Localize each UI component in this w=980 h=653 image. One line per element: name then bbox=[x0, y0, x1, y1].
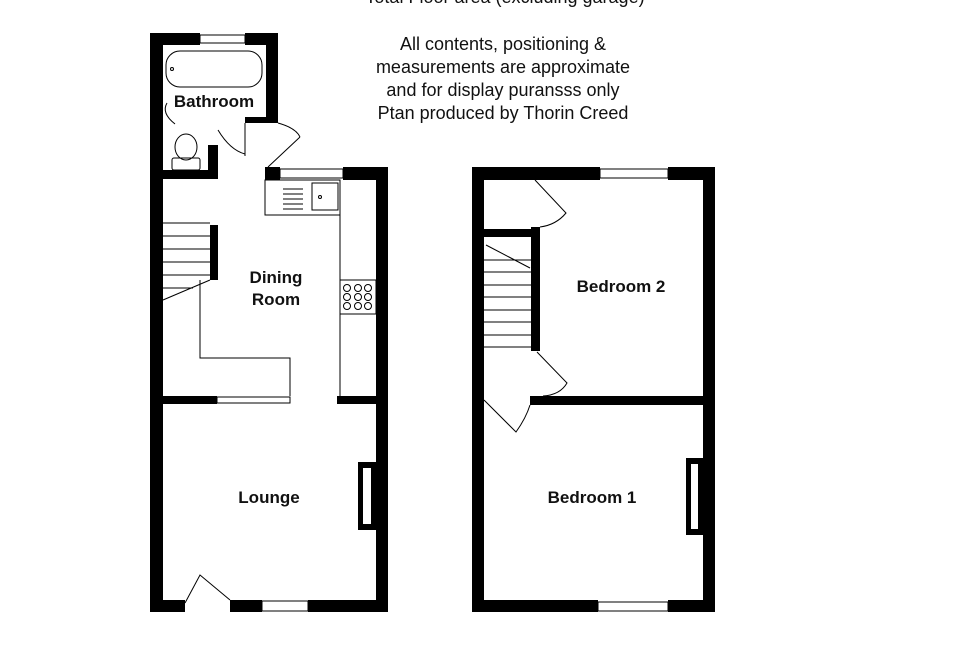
ground-floor-fixtures bbox=[162, 34, 377, 612]
door-icon bbox=[184, 574, 231, 604]
window bbox=[279, 168, 344, 179]
stairs-icon bbox=[484, 244, 531, 348]
door-icon bbox=[217, 123, 246, 156]
room-label-bedroom-2: Bedroom 2 bbox=[576, 277, 666, 296]
disclaimer-line: and for display puransss only bbox=[386, 80, 620, 100]
door-icon bbox=[536, 351, 568, 397]
window bbox=[599, 168, 669, 179]
first-floor-walls bbox=[472, 167, 715, 612]
window bbox=[199, 34, 246, 44]
room-label-bathroom: Bathroom bbox=[173, 92, 255, 111]
room-label-bedroom-1: Bedroom 1 bbox=[547, 488, 637, 507]
stairs-icon bbox=[162, 222, 211, 301]
room-label-dining-line1: Dining bbox=[249, 268, 303, 287]
window bbox=[597, 601, 669, 612]
toilet-icon bbox=[174, 133, 198, 161]
disclaimer-line: Ptan produced by Thorin Creed bbox=[377, 103, 629, 123]
ground-floor-walls bbox=[150, 33, 388, 612]
door-icon bbox=[534, 179, 567, 228]
disclaimer-line: All contents, positioning & bbox=[399, 34, 607, 54]
room-label-lounge: Lounge bbox=[238, 488, 300, 507]
door-icon bbox=[267, 122, 301, 168]
hob-icon bbox=[339, 279, 377, 315]
window bbox=[261, 600, 309, 612]
room-label-dining-line2: Room bbox=[251, 290, 301, 309]
disclaimer-line: measurements are approximate bbox=[375, 57, 631, 77]
first-floor-fixtures bbox=[483, 168, 669, 612]
window bbox=[216, 396, 291, 404]
door-icon bbox=[483, 399, 531, 433]
bath-icon bbox=[165, 50, 263, 88]
